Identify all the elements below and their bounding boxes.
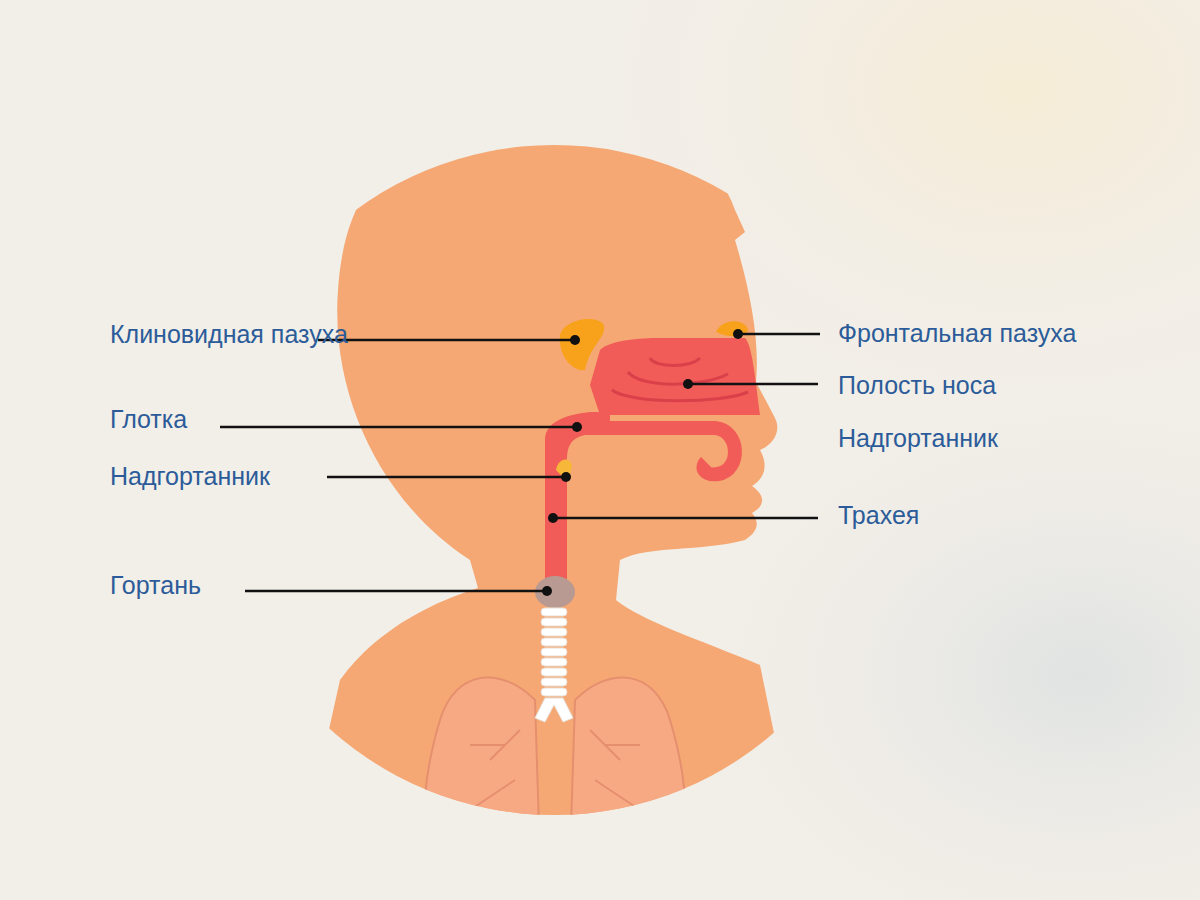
leader-lines [220, 329, 820, 596]
epiglottis [556, 460, 572, 482]
leader-line [245, 590, 547, 593]
lungs [425, 677, 685, 860]
airway [535, 319, 760, 722]
leader-line [318, 339, 575, 342]
part-label: Фронтальная пазуха [838, 316, 1076, 350]
figure [300, 106, 800, 860]
leader-dot [683, 379, 693, 389]
sphenoid-sinus [560, 319, 604, 370]
part-label: Глотка [110, 402, 187, 436]
part-label: Трахея [838, 498, 919, 532]
leader-line [220, 426, 577, 429]
part-label: Гортань [110, 568, 201, 602]
nasal-conchae [612, 358, 748, 401]
oral-cavity [585, 428, 735, 474]
leader-dot [548, 513, 558, 523]
leader-line [688, 383, 818, 386]
leader-line [738, 333, 820, 336]
part-label: Надгортанник [110, 459, 270, 493]
leader-line [327, 476, 566, 479]
leader-line [553, 517, 818, 520]
part-label: Полость носа [838, 368, 996, 402]
leader-dot [561, 472, 571, 482]
leader-dot [572, 422, 582, 432]
pharynx [545, 412, 610, 590]
part-label: Надгортанник [838, 421, 998, 455]
leader-dot [542, 586, 552, 596]
head-silhouette [300, 106, 800, 860]
leader-dot [570, 335, 580, 345]
leader-dot [733, 329, 743, 339]
trachea-rings [535, 608, 573, 722]
part-label: Клиновидная пазуха [110, 317, 350, 351]
nasal-cavity [590, 338, 760, 415]
